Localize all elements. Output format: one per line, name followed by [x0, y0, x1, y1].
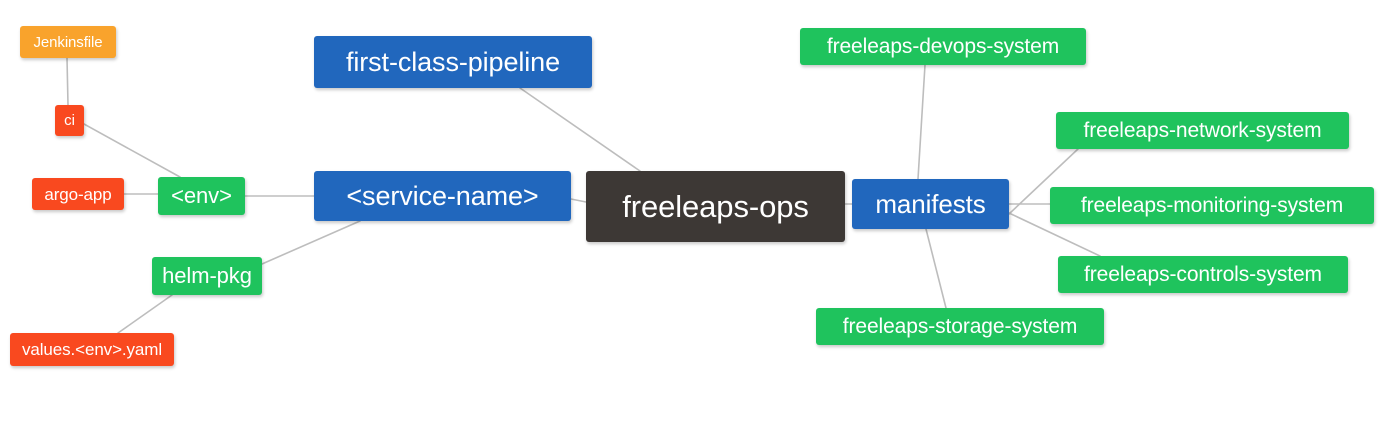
node-helm-pkg[interactable]: helm-pkg [152, 257, 262, 295]
node-manifests[interactable]: manifests [852, 179, 1009, 229]
node-freeleaps-monitoring-system[interactable]: freeleaps-monitoring-system [1050, 187, 1374, 224]
node-label-freeleaps-devops-system: freeleaps-devops-system [826, 35, 1060, 58]
edge-manifests-to-freeleaps-devops-system [917, 64, 926, 180]
node-label-env: <env> [171, 183, 232, 208]
node-values-yaml[interactable]: values.<env>.yaml [10, 333, 174, 366]
node-label-jenkinsfile: Jenkinsfile [33, 33, 103, 51]
node-ci[interactable]: ci [55, 105, 84, 136]
node-label-values-yaml: values.<env>.yaml [21, 340, 163, 359]
node-label-freeleaps-network-system: freeleaps-network-system [1083, 119, 1322, 142]
node-freeleaps-controls-system[interactable]: freeleaps-controls-system [1058, 256, 1348, 293]
edge-freeleaps-ops-to-first-class-pipeline [519, 87, 641, 172]
node-label-service-name: <service-name> [346, 180, 539, 211]
node-freeleaps-ops[interactable]: freeleaps-ops [586, 171, 845, 242]
node-freeleaps-network-system[interactable]: freeleaps-network-system [1056, 112, 1349, 149]
node-argo-app[interactable]: argo-app [32, 178, 124, 210]
node-env[interactable]: <env> [158, 177, 245, 215]
edge-freeleaps-ops-to-service-name [570, 198, 587, 203]
edge-service-name-to-helm-pkg [261, 220, 361, 265]
node-label-freeleaps-monitoring-system: freeleaps-monitoring-system [1080, 194, 1344, 217]
node-label-first-class-pipeline: first-class-pipeline [345, 46, 561, 77]
node-freeleaps-devops-system[interactable]: freeleaps-devops-system [800, 28, 1086, 65]
node-label-freeleaps-controls-system: freeleaps-controls-system [1084, 263, 1322, 286]
node-freeleaps-storage-system[interactable]: freeleaps-storage-system [816, 308, 1104, 345]
node-label-helm-pkg: helm-pkg [162, 263, 252, 288]
edge-ci-to-jenkinsfile [66, 57, 69, 106]
node-label-manifests: manifests [875, 189, 986, 219]
edge-env-to-ci [83, 123, 181, 178]
edge-helm-pkg-to-values-yaml [117, 294, 173, 334]
node-first-class-pipeline[interactable]: first-class-pipeline [314, 36, 592, 88]
node-label-ci: ci [64, 112, 75, 129]
node-service-name[interactable]: <service-name> [314, 171, 571, 221]
edge-manifests-to-freeleaps-storage-system [925, 228, 947, 309]
node-jenkinsfile[interactable]: Jenkinsfile [20, 26, 116, 58]
node-label-freeleaps-ops: freeleaps-ops [622, 189, 809, 224]
node-label-freeleaps-storage-system: freeleaps-storage-system [842, 315, 1078, 338]
node-label-argo-app: argo-app [44, 184, 112, 204]
